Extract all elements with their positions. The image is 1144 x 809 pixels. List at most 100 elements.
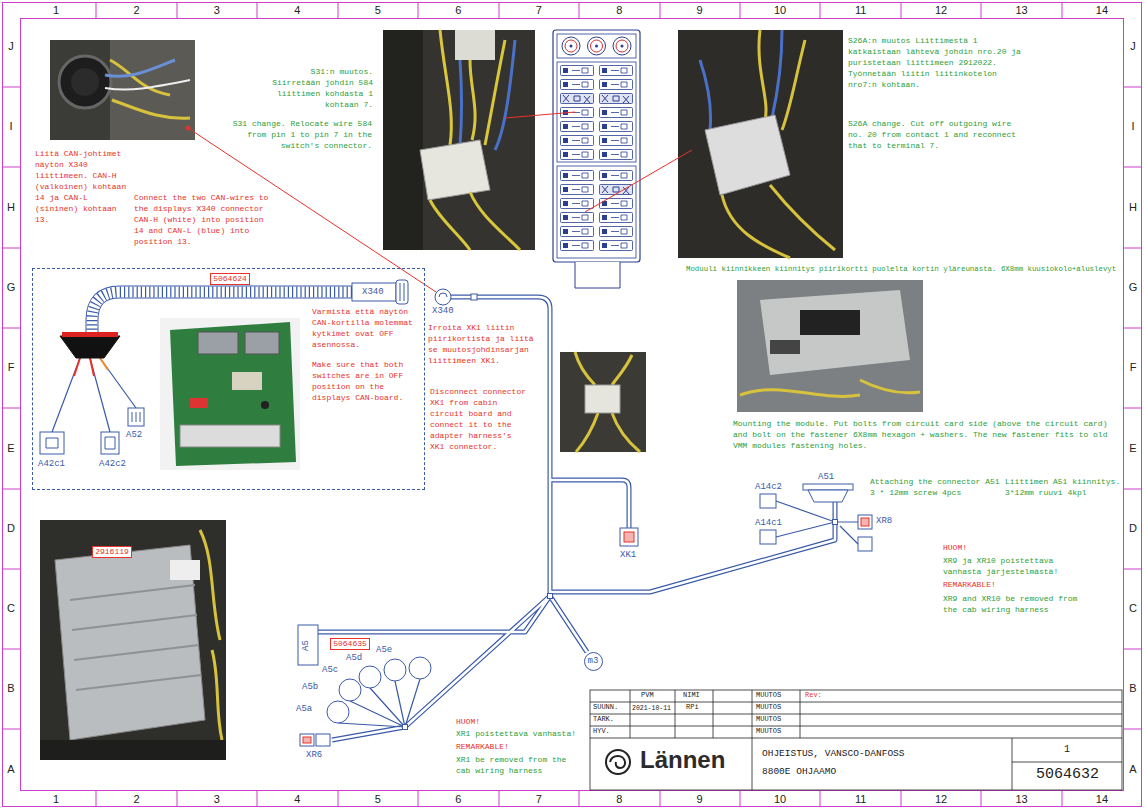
control-panel (600, 227, 633, 237)
control-panel (557, 62, 636, 162)
photo-can-board (261, 401, 269, 409)
photo-xk1-connector (585, 385, 620, 413)
note-text: Mounting the module. Put bolts from circ… (733, 418, 1113, 451)
connector-label: A5e (376, 645, 392, 656)
note-text: S26A change. Cut off outgoing wire no. 2… (848, 118, 1023, 151)
photo-can-board (232, 372, 262, 390)
control-panel (595, 45, 598, 48)
grid-reference: 9 (690, 4, 710, 17)
connector-label: A42c1 (38, 459, 65, 470)
control-panel (561, 185, 594, 195)
title-block (606, 750, 630, 774)
title-block-text: OHJEISTUS, VANSCO-DANFOSS (762, 748, 905, 760)
part-number: 5064624 (213, 274, 247, 284)
grid-reference: 2 (126, 793, 146, 806)
connector-label: A5d (346, 653, 362, 664)
connector-label: A5a (296, 704, 312, 715)
wire-harness (52, 292, 858, 740)
connector-symbol (300, 734, 314, 746)
title-block-text: NIMI (683, 691, 700, 700)
photo-cab-module (55, 545, 205, 740)
grid-reference: G (1124, 281, 1142, 294)
red-leader-line (505, 112, 575, 118)
connector-label: A51 (818, 472, 834, 483)
connector-label: A5c (322, 665, 338, 676)
grid-reference: 2 (126, 4, 146, 17)
connector-symbol (384, 659, 406, 681)
control-panel (613, 37, 631, 55)
connector-symbol (101, 432, 119, 454)
note-text: Moduuli kiinnikkeen kiinnitys piirikortt… (686, 264, 1116, 275)
grid-reference: 13 (1012, 4, 1032, 17)
title-block-text: HYV. (593, 727, 610, 736)
photo-s31-switch (455, 30, 495, 60)
connector-label: XK1 (620, 550, 636, 561)
grid-reference: 12 (931, 4, 951, 17)
photo-xk1-connector (560, 352, 646, 452)
photo-module-mount (770, 340, 800, 354)
grid-reference: 3 (207, 793, 227, 806)
title-block-text: PVM (641, 691, 654, 700)
note-text: Disconnect connector XK1 from cabin circ… (430, 386, 530, 452)
grid-reference: E (2, 442, 20, 455)
connector-symbol (409, 657, 431, 679)
control-panel (561, 94, 594, 104)
control-panel (600, 213, 633, 223)
photo-can-board (190, 398, 208, 408)
photo-s26a-switch (678, 30, 843, 258)
connector-label: X340 (432, 306, 454, 317)
photo-s31-switch (420, 140, 490, 200)
note-text: S26A:n muutos Liittimestä 1 katkaistaan … (848, 35, 1023, 90)
connector-symbol (620, 528, 638, 546)
photo-can-board (160, 318, 300, 470)
drawing-frame (3, 3, 1142, 807)
grid-reference: 12 (931, 793, 951, 806)
photo-cab-module (200, 530, 222, 740)
control-panel (557, 34, 636, 58)
photo-s31-switch (440, 30, 505, 145)
photo-s31-switch (430, 192, 520, 250)
control-panel (600, 108, 633, 118)
connector-label: A5 (301, 640, 312, 651)
connector-symbol (46, 438, 58, 448)
grid-reference: 11 (851, 793, 871, 806)
connector-symbol (128, 408, 144, 426)
connector-symbol (435, 289, 451, 305)
control-panel (561, 171, 594, 181)
photo-can-board (198, 332, 238, 354)
control-panel (600, 150, 633, 160)
photo-cab-module (40, 740, 226, 760)
photo-can-board (160, 318, 300, 470)
part-number-box: 5064624 (210, 273, 250, 285)
photo-s26a-switch (678, 30, 843, 258)
photo-module-mount (800, 310, 860, 335)
red-leader-line (585, 150, 692, 212)
connector-symbol (760, 530, 776, 544)
connector-symbol (62, 332, 118, 337)
connector-label: XR8 (876, 516, 892, 527)
photo-can-connector (105, 80, 190, 90)
grid-reference: B (1124, 682, 1142, 695)
title-block-text: MUUTOS (756, 703, 781, 712)
connector-symbol (396, 280, 408, 304)
photo-can-board (245, 332, 279, 354)
connector-label: A52 (126, 430, 142, 441)
control-panel (561, 66, 594, 76)
control-panel (600, 199, 633, 209)
title-block-text: RPi (686, 703, 699, 712)
photo-module-mount (740, 380, 920, 396)
title-block (590, 690, 1122, 790)
grid-reference: J (2, 40, 20, 53)
grid-reference: I (1124, 120, 1142, 133)
photo-xk1-connector (560, 352, 646, 452)
control-panel (588, 37, 606, 55)
connector-label: A14c2 (755, 482, 782, 493)
connector-label: A14c1 (755, 518, 782, 529)
connector-symbol (352, 283, 396, 301)
part-number: 2916119 (95, 547, 129, 557)
photo-s31-switch (383, 30, 535, 250)
grid-reference: A (1124, 763, 1142, 776)
grid-reference: J (1124, 40, 1142, 53)
grid-reference: F (2, 361, 20, 374)
connector-symbol (40, 432, 64, 454)
